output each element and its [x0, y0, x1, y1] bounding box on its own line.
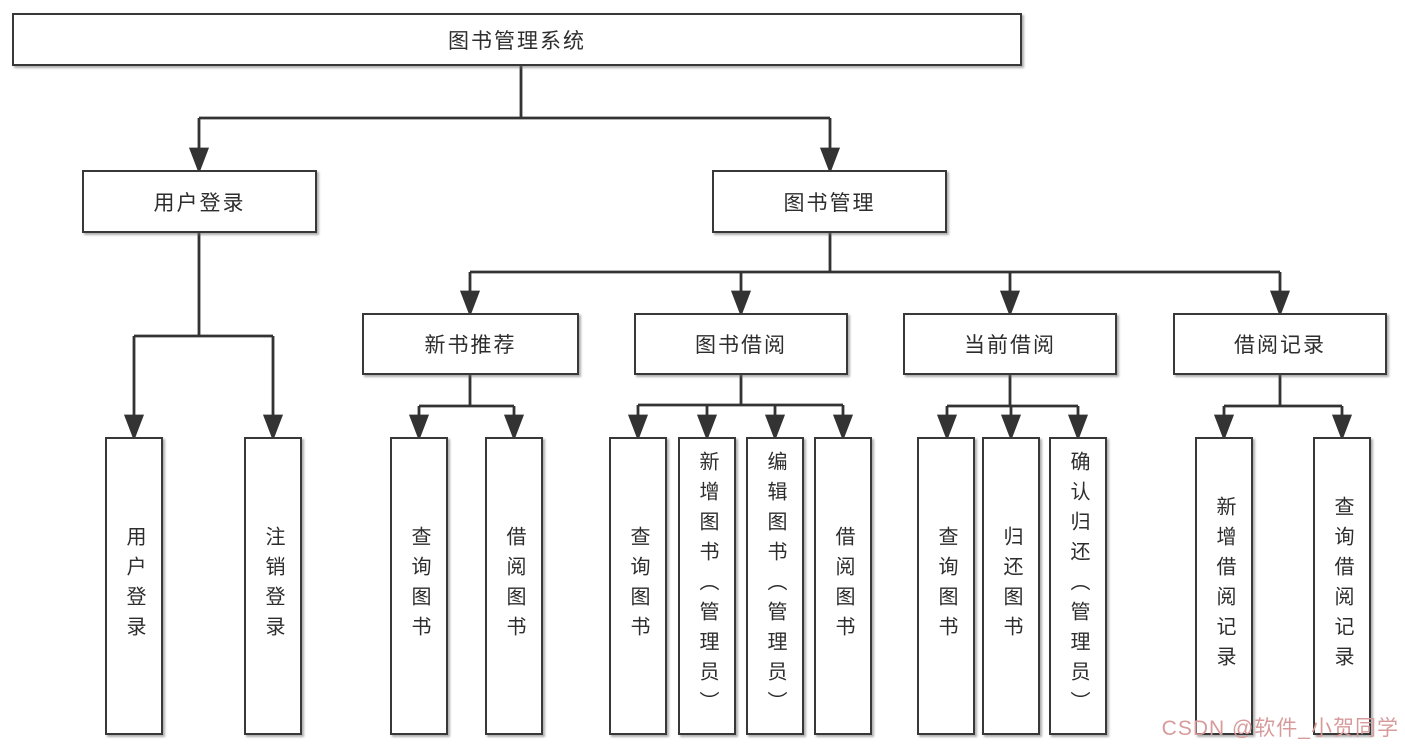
leaf-current-return-book: 归还图书 [982, 437, 1040, 735]
leaf-recommend-query-book: 查询图书 [390, 437, 448, 735]
leaf-label: 注销登录 [262, 526, 284, 646]
node-label: 新书推荐 [424, 334, 517, 357]
arrowhead [730, 290, 752, 317]
leaf-label: 查询图书 [627, 526, 649, 646]
leaf-label: 查询图书 [408, 526, 430, 646]
arrowhead [1067, 414, 1089, 441]
arrowhead [459, 290, 481, 317]
leaf-label: 用户登录 [123, 526, 145, 646]
node-book-management: 图书管理 [712, 170, 947, 233]
arrowhead [188, 147, 210, 174]
leaf-user-login: 用户登录 [105, 437, 163, 735]
connector-recommend-to-leaves [408, 375, 525, 441]
connector-borrow-to-leaves [627, 375, 854, 441]
connector-login-to-leaves [123, 233, 284, 441]
arrowhead [1269, 290, 1291, 317]
arrowhead [1000, 414, 1022, 441]
leaf-label: 借阅图书 [832, 526, 854, 646]
node-new-book-recommend: 新书推荐 [362, 313, 579, 375]
leaf-label: 查询借阅记录 [1331, 496, 1353, 676]
leaf-borrow-add-book-admin: 新增图书（管理员） [678, 437, 736, 735]
arrowhead [696, 414, 718, 441]
leaf-logout-login: 注销登录 [244, 437, 302, 735]
node-label: 图书借阅 [695, 334, 787, 357]
leaf-label: 新增图书（管理员） [696, 451, 718, 721]
csdn-watermark: CSDN @软件_小贺同学 [1161, 717, 1399, 740]
connector-management-to-level3 [459, 233, 1291, 317]
node-label: 图书管理 [783, 191, 876, 215]
arrowhead [408, 414, 430, 441]
arrowhead [503, 414, 525, 441]
leaf-current-confirm-return-admin: 确认归还（管理员） [1049, 437, 1107, 735]
leaf-recommend-borrow-book: 借阅图书 [485, 437, 543, 735]
node-book-borrow: 图书借阅 [634, 313, 848, 375]
arrowhead [936, 414, 958, 441]
leaf-borrow-borrow-book: 借阅图书 [814, 437, 872, 735]
arrowhead [819, 147, 841, 174]
connector-records-to-leaves [1213, 375, 1353, 441]
arrowhead [262, 414, 284, 441]
leaf-current-query-book: 查询图书 [917, 437, 975, 735]
leaf-borrow-query-book: 查询图书 [609, 437, 667, 735]
arrowhead [832, 414, 854, 441]
leaf-records-add-borrow-record: 新增借阅记录 [1195, 437, 1253, 735]
leaf-label: 查询图书 [935, 526, 957, 646]
arrowhead [123, 414, 145, 441]
leaf-label: 确认归还（管理员） [1067, 451, 1089, 721]
leaf-label: 新增借阅记录 [1213, 496, 1235, 676]
arrowhead [764, 414, 786, 441]
arrowhead [1213, 414, 1235, 441]
node-user-login: 用户登录 [82, 170, 317, 233]
node-label: 当前借阅 [964, 334, 1056, 357]
node-library-management-system: 图书管理系统 [12, 13, 1022, 66]
connector-root-to-level2 [188, 66, 841, 174]
node-label: 借阅记录 [1234, 334, 1326, 357]
leaf-label: 归还图书 [1000, 526, 1022, 646]
node-label: 图书管理系统 [448, 29, 586, 53]
node-label: 用户登录 [153, 191, 246, 215]
leaf-borrow-edit-book-admin: 编辑图书（管理员） [746, 437, 804, 735]
leaf-label: 编辑图书（管理员） [764, 451, 786, 721]
leaf-records-query-borrow-record: 查询借阅记录 [1313, 437, 1371, 735]
node-current-borrow: 当前借阅 [903, 313, 1117, 375]
leaf-label: 借阅图书 [503, 526, 525, 646]
arrowhead [1331, 414, 1353, 441]
arrowhead [627, 414, 649, 441]
connector-current-to-leaves [936, 375, 1089, 441]
arrowhead [999, 290, 1021, 317]
node-borrow-records: 借阅记录 [1173, 313, 1387, 375]
